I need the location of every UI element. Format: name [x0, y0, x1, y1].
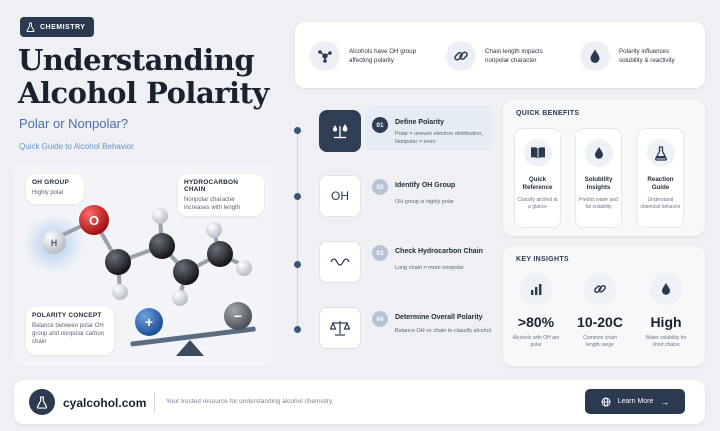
timeline-dot: [294, 127, 301, 134]
chain-link-icon: [584, 273, 616, 305]
step-description: Long chain = more nonpolar: [395, 265, 464, 271]
insight-value: 10-20C: [577, 314, 623, 330]
droplet-icon: [650, 273, 682, 305]
benefit-title: Reaction Guide: [647, 176, 674, 191]
step-number: 04: [372, 311, 388, 327]
hydrocarbon-chain-callout: HYDROCARBON CHAIN Nonpolar character inc…: [178, 174, 264, 216]
molecule-icon: [310, 41, 340, 71]
minus-charge-label: −: [234, 308, 242, 324]
fact-text: Polarity influences solubility & reactiv…: [619, 47, 675, 65]
step-title: Check Hydrocarbon Chain: [395, 248, 483, 255]
step-number: 03: [372, 245, 388, 261]
benefit-title: Solubility Insights: [584, 176, 613, 191]
insight-item: 10-20C Common chain length range: [576, 273, 624, 349]
step-title: Define Polarity: [395, 119, 445, 126]
timeline-dot: [294, 261, 301, 268]
site-name[interactable]: cyalcohol.com: [63, 396, 147, 410]
step-description: Balance OH vs chain to classify alcohol: [395, 328, 491, 334]
category-tag: CHEMISTRY: [20, 17, 95, 37]
insight-value: High: [650, 314, 682, 330]
flask-icon: [26, 22, 35, 32]
learn-more-button[interactable]: Learn More →: [585, 389, 685, 414]
benefit-card-quick-reference: Quick Reference Classify alcohol at a gl…: [514, 128, 561, 228]
learn-more-label: Learn More: [617, 398, 654, 405]
concept-text: Balance between polar OH group and nonpo…: [32, 323, 105, 345]
oh-group-callout: OH GROUP Highly polar: [26, 174, 84, 204]
plus-charge-label: +: [145, 314, 153, 330]
insight-item: >80% Alcohols with OH are polar: [512, 273, 560, 349]
fact-item: Chain length impacts nonpolar character: [446, 28, 560, 84]
hydrogen-label: H: [51, 238, 58, 248]
concept-heading: POLARITY CONCEPT: [32, 312, 102, 319]
insight-label: Alcohols with OH are polar: [512, 335, 560, 348]
key-insights-panel: [503, 246, 705, 366]
insight-value: >80%: [517, 314, 555, 330]
droplet-icon: [584, 139, 613, 167]
step-number: 01: [372, 117, 388, 133]
fact-item: Polarity influences solubility & reactiv…: [580, 28, 694, 84]
globe-icon: [601, 397, 611, 407]
footer-tagline: Your trusted resource for understanding …: [166, 398, 333, 405]
bar-chart-icon: [520, 273, 552, 305]
site-logo[interactable]: [29, 389, 55, 415]
fact-text: Chain length impacts nonpolar character: [485, 47, 543, 65]
page-subtitle: Polar or Nonpolar?: [19, 116, 129, 131]
fact-text: Alcohols have OH group affecting polarit…: [349, 47, 417, 65]
step-title: Determine Overall Polarity: [395, 314, 483, 321]
book-icon: [523, 139, 552, 167]
key-insights-heading: KEY INSIGHTS: [516, 256, 569, 263]
oh-icon-text: OH: [331, 189, 349, 203]
timeline-line: [297, 130, 298, 330]
page-title: Understanding Alcohol Polarity: [18, 44, 288, 110]
benefit-desc: Classify alcohol at a glance: [517, 197, 558, 210]
chain-link-icon: [446, 41, 476, 71]
footer-divider: [154, 392, 155, 412]
wave-icon: [319, 241, 361, 283]
benefit-title: Quick Reference: [522, 176, 553, 191]
quick-benefits-heading: QUICK BENEFITS: [516, 110, 580, 117]
flask-icon: [646, 139, 675, 167]
step-description: Polar = uneven electron distribution, No…: [395, 131, 483, 145]
benefit-desc: Predict water and fat solubility: [579, 197, 618, 210]
droplet-icon: [580, 41, 610, 71]
step-description: OH group is highly polar: [395, 199, 455, 205]
fact-item: Alcohols have OH group affecting polarit…: [310, 28, 424, 84]
oxygen-label: O: [89, 213, 99, 228]
timeline-dot: [294, 193, 301, 200]
arrow-right-icon: →: [660, 396, 670, 407]
step-check-hydrocarbon-chain[interactable]: 03 Check Hydrocarbon Chain Long chain = …: [297, 236, 495, 292]
oh-group-heading: OH GROUP: [32, 179, 69, 186]
category-tag-label: CHEMISTRY: [40, 23, 86, 31]
flask-icon: [36, 395, 48, 409]
benefit-card-solubility: Solubility Insights Predict water and fa…: [575, 128, 622, 228]
scale-droplet-icon: [319, 110, 361, 152]
step-define-polarity[interactable]: 01 Define Polarity Polar = uneven electr…: [297, 103, 495, 159]
oh-group-text: Highly polar: [32, 190, 64, 196]
balance-scale-icon: [319, 307, 361, 349]
benefit-card-reaction-guide: Reaction Guide Understand chemical behav…: [637, 128, 684, 228]
step-identify-oh-group[interactable]: OH 02 Identify OH Group OH group is high…: [297, 170, 495, 226]
step-title: Identify OH Group: [395, 182, 456, 189]
alcohol-molecule-graphic: O H + −: [24, 205, 256, 356]
benefit-desc: Understand chemical behavior: [640, 197, 681, 210]
timeline-dot: [294, 326, 301, 333]
insight-label: Common chain length range: [583, 335, 617, 348]
insight-label: Water solubility for short chains: [645, 335, 687, 348]
chain-heading: HYDROCARBON CHAIN: [184, 179, 239, 193]
guide-caption: Quick Guide to Alcohol Behavior: [19, 142, 134, 151]
step-determine-overall-polarity[interactable]: 04 Determine Overall Polarity Balance OH…: [297, 302, 495, 358]
chain-text: Nonpolar character increases with length: [184, 197, 241, 211]
insight-item: High Water solubility for short chains: [642, 273, 690, 349]
page-title-line2: Alcohol Polarity: [18, 76, 269, 110]
page-title-line1: Understanding: [18, 43, 255, 77]
oh-text-icon: OH: [319, 175, 361, 217]
molecule-illustration: O H + − OH GROUP Highly polar HYDROCARBO…: [14, 162, 272, 367]
step-number: 02: [372, 179, 388, 195]
facts-bar: [295, 22, 705, 88]
polarity-concept-callout: POLARITY CONCEPT Balance between polar O…: [26, 307, 114, 355]
